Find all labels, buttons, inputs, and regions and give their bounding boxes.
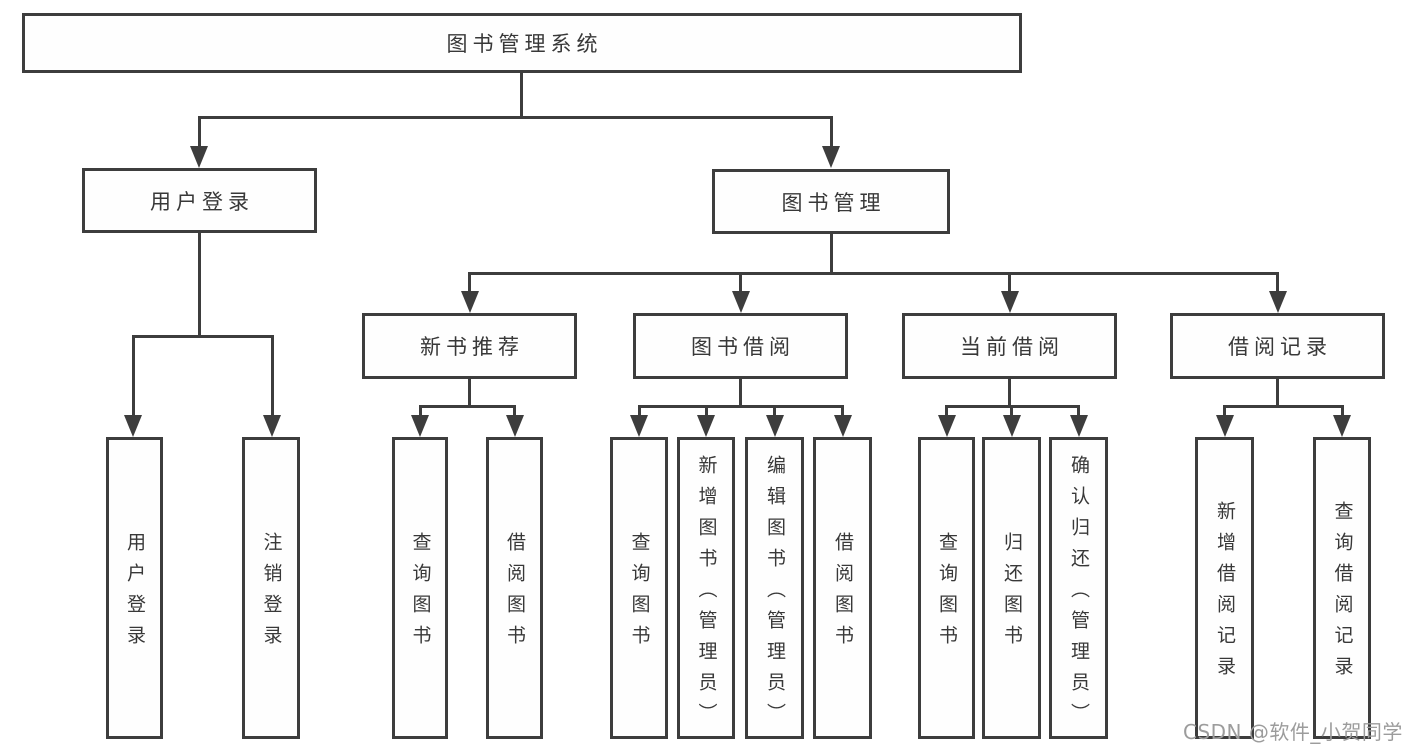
arrow-down-icon: [1069, 415, 1088, 437]
node-root: 图书管理系统: [22, 13, 1022, 73]
leaf-user-login: 用户登录: [106, 437, 163, 739]
leaf-rec-query-book: 查询图书: [392, 437, 448, 739]
arrow-down-icon: [460, 291, 479, 313]
csdn-watermark: CSDN @软件_小贺同学: [1183, 720, 1403, 744]
arrow-down-icon: [833, 415, 852, 437]
node-book-borrow: 图书借阅: [633, 313, 848, 379]
node-book-mgmt: 图书管理: [712, 169, 950, 234]
leaf-bb-add-book: 新增图书（管理员）: [677, 437, 735, 739]
arrow-down-icon: [765, 415, 784, 437]
arrow-down-icon: [411, 415, 429, 437]
leaf-br-query-record: 查询借阅记录: [1313, 437, 1371, 739]
arrow-down-icon: [731, 291, 750, 313]
arrow-down-icon: [697, 415, 715, 437]
leaf-bb-query-book: 查询图书: [610, 437, 668, 739]
leaf-bb-borrow-book: 借阅图书: [813, 437, 872, 739]
leaf-bb-edit-book: 编辑图书（管理员）: [745, 437, 804, 739]
arrow-down-icon: [1333, 415, 1351, 437]
arrow-down-icon: [1002, 415, 1021, 437]
leaf-cb-confirm-return: 确认归还（管理员）: [1049, 437, 1108, 739]
arrow-down-icon: [1000, 291, 1019, 313]
node-new-book-rec: 新书推荐: [362, 313, 577, 379]
arrow-down-icon: [505, 415, 524, 437]
arrow-down-icon: [1215, 415, 1234, 437]
arrow-down-icon: [263, 415, 281, 437]
leaf-cb-query-book: 查询图书: [918, 437, 975, 739]
leaf-cb-return-book: 归还图书: [982, 437, 1041, 739]
node-user-login: 用户登录: [82, 168, 317, 233]
arrow-down-icon: [124, 415, 142, 437]
leaf-logout: 注销登录: [242, 437, 300, 739]
node-current-borrow: 当前借阅: [902, 313, 1117, 379]
arrow-down-icon: [822, 146, 840, 168]
arrow-down-icon: [630, 415, 648, 437]
leaf-br-add-record: 新增借阅记录: [1195, 437, 1254, 739]
leaf-rec-borrow-book: 借阅图书: [486, 437, 543, 739]
arrow-down-icon: [937, 415, 956, 437]
arrow-down-icon: [190, 146, 208, 168]
arrow-down-icon: [1268, 291, 1287, 313]
node-borrow-records: 借阅记录: [1170, 313, 1385, 379]
